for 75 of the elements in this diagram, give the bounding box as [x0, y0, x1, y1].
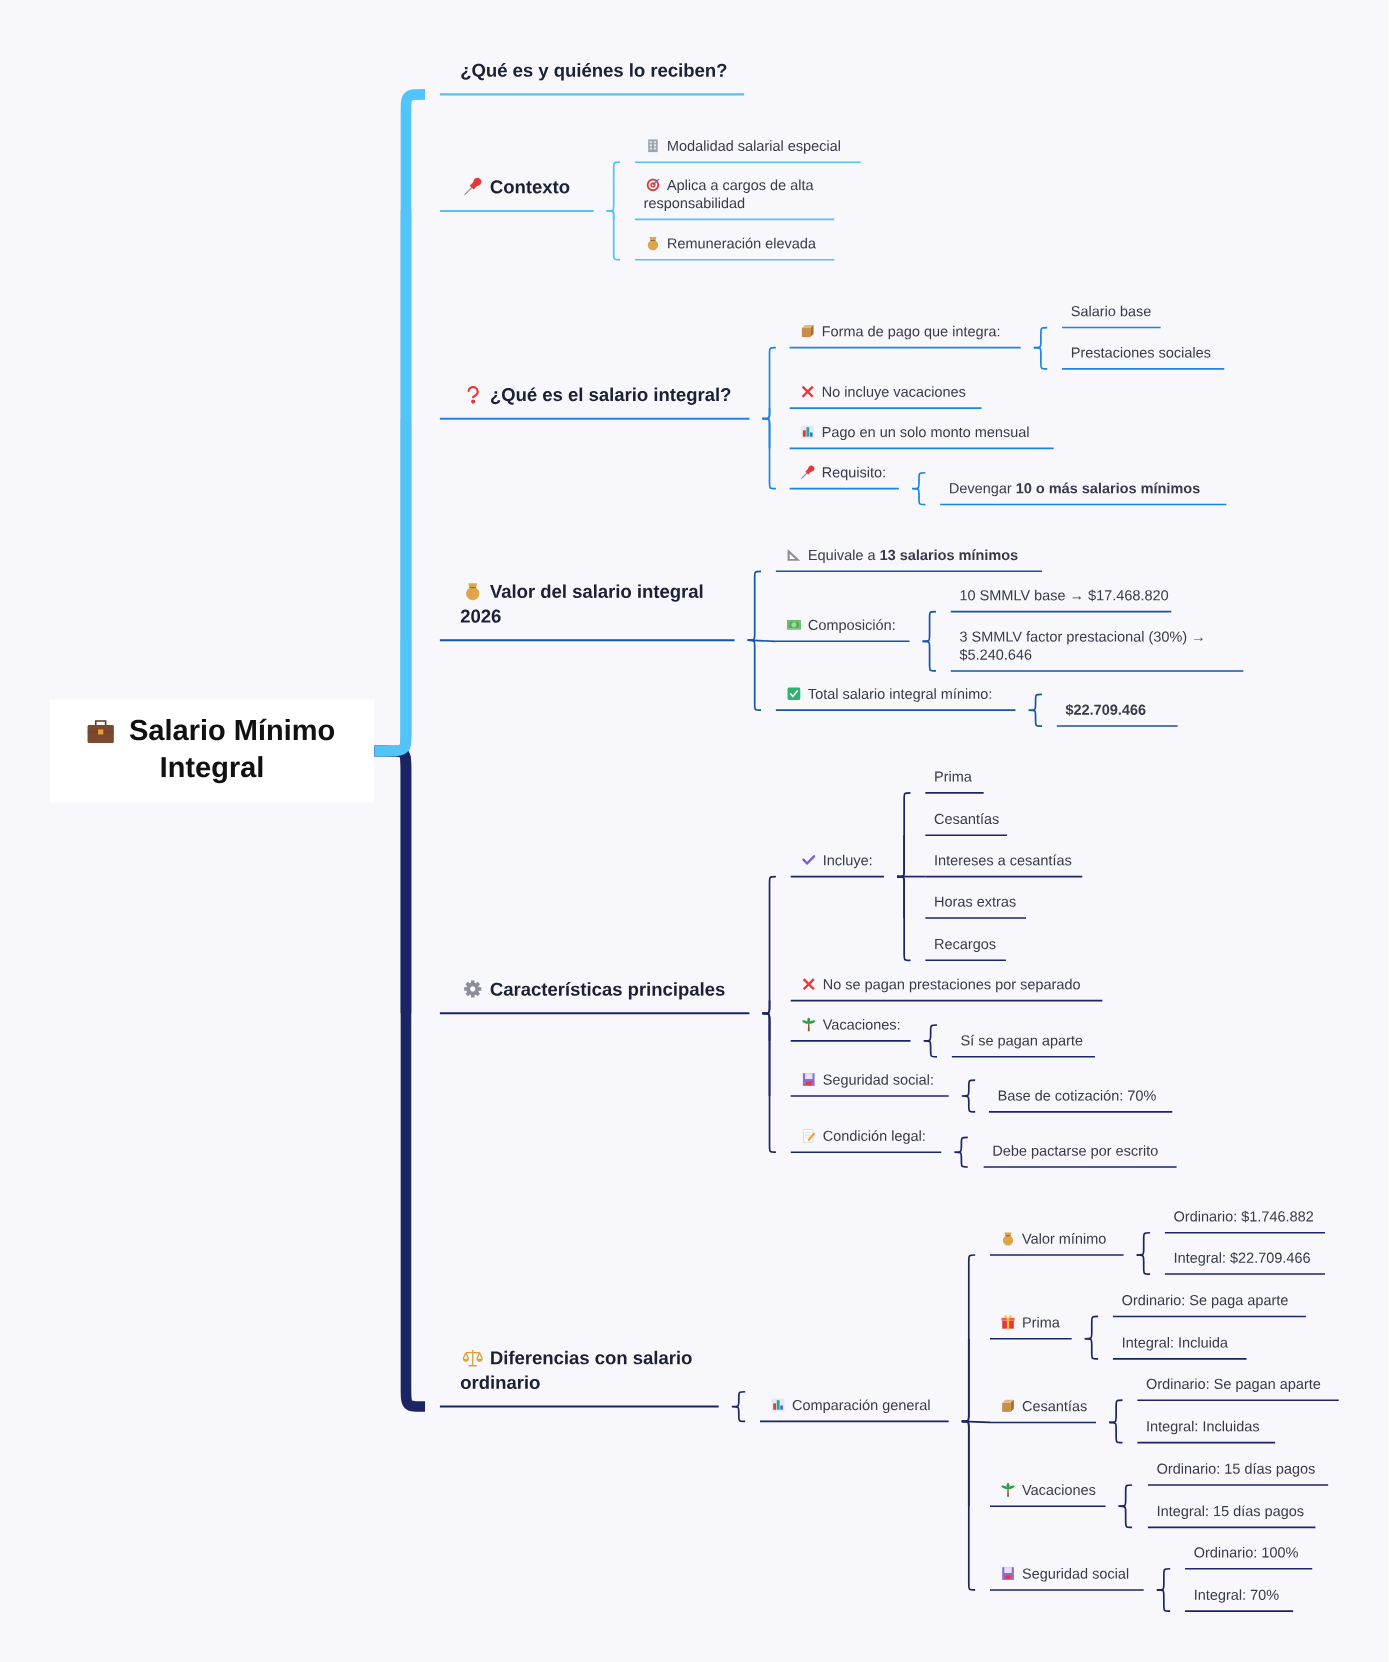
subtopic-label: Cesantías [989, 1400, 1098, 1424]
subtopic-label: Modalidad salarial especial [634, 140, 862, 163]
subtopic-label: Ordinario: $1.746.882 [1164, 1210, 1326, 1234]
subtopic-label: No se pagan prestaciones por separado [790, 978, 1104, 1002]
subtopic-label: Prima [989, 1316, 1073, 1340]
subtopic-label: Ordinario: Se paga aparte [1112, 1294, 1307, 1318]
subtopic-label: Comparación general [759, 1399, 950, 1423]
subtopic-label: Ordinario: Se pagan aparte [1136, 1378, 1340, 1401]
subtopic-label: Ordinario: 100% [1184, 1546, 1314, 1570]
brace-connector [961, 1079, 977, 1113]
subtopic-label: Ordinario: 15 días pagos [1147, 1463, 1330, 1486]
brace-connector [961, 1337, 970, 1423]
subtopic-label: Integral: Incluidas [1136, 1420, 1277, 1444]
subtopic-label: Condición legal: [790, 1130, 943, 1153]
brace-connector [1156, 1589, 1172, 1612]
subtopic-label: Equivale a 13 salarios mínimos [775, 549, 1043, 573]
subtopic-label: Base de cotización: 70% [988, 1089, 1174, 1113]
subtopic-label: Incluye: [790, 854, 886, 878]
subtopic-label: Valor mínimo [989, 1233, 1125, 1256]
topic-heading: Características principales [440, 982, 750, 1015]
central-topic-box: Salario Mínimo Integral [50, 699, 375, 803]
topic-heading: Valor del salario integral 2026 [440, 584, 735, 642]
subtopic-label: Cesantías [924, 813, 1008, 837]
topic-heading: ¿Qué es el salario integral? [440, 387, 750, 420]
topic-heading: Diferencias con salario ordinario [440, 1350, 719, 1408]
brace-connector [374, 640, 412, 757]
subtopic-label: Prima [924, 771, 985, 794]
subtopic-label: Pago en un solo monto mensual [789, 426, 1055, 450]
brace-connector [961, 1420, 992, 1424]
brace-connector [1027, 693, 1044, 727]
subtopic-label: Sí se pagan aparte [951, 1034, 1096, 1058]
brace-connector [747, 639, 777, 643]
subtopic-label: 3 SMMLV factor prestacional (30%) → $5.240.646 [950, 631, 1245, 672]
subtopic-label: Forma de pago que integra: [789, 325, 1022, 349]
subtopic-label: Intereses a cesantías [924, 854, 1084, 878]
brace-connector [1118, 1505, 1134, 1529]
brace-connector [1136, 1254, 1152, 1275]
subtopic-label: Integral: Incluida [1112, 1337, 1248, 1360]
subtopic-label: Integral: 15 días pagos [1147, 1505, 1317, 1529]
subtopic-label: Vacaciones [989, 1484, 1107, 1507]
subtopic-label: Integral: 70% [1184, 1589, 1295, 1612]
subtopic-label: Total salario integral mínimo: [775, 688, 1017, 711]
brace-connector [761, 407, 771, 420]
brace-connector [731, 1390, 747, 1423]
brace-connector [761, 999, 771, 1015]
subtopic-label: Aplica a cargos de alta responsabilidad [634, 179, 836, 221]
brace-connector [923, 1024, 939, 1058]
subtopic-label: Remuneración elevada [634, 237, 836, 261]
brace-connector [921, 640, 937, 672]
subtopic-label: Seguridad social: [790, 1074, 950, 1097]
topic-heading: Contexto [440, 180, 594, 212]
topic-heading: ¿Qué es y quiénes lo reciben? [440, 63, 745, 96]
brace-connector [896, 875, 927, 878]
brace-connector [606, 210, 615, 221]
brace-connector [1033, 346, 1049, 370]
brace-connector [1033, 326, 1049, 349]
brace-connector [1108, 1421, 1124, 1444]
subtopic-label: Salario base [1061, 305, 1162, 329]
subtopic-label: Requisito: [789, 466, 900, 490]
subtopic-label: Seguridad social [989, 1568, 1145, 1591]
subtopic-label: Recargos [924, 939, 1007, 962]
brace-connector [1084, 1337, 1100, 1360]
subtopic-label: Vacaciones: [790, 1019, 912, 1042]
subtopic-label: Debe pactarse por escrito [983, 1145, 1178, 1168]
subtopic-label: $22.709.466 [1056, 704, 1179, 727]
subtopic-label: Integral: $22.709.466 [1164, 1252, 1326, 1275]
brace-connector [761, 417, 771, 450]
subtopic-label: Horas extras [924, 896, 1028, 919]
brace-connector [953, 1136, 969, 1168]
subtopic-label: Devengar 10 o más salarios mínimos [939, 482, 1228, 506]
subtopic-label: No incluye vacaciones [789, 386, 983, 409]
subtopic-label: Prestaciones sociales [1061, 347, 1226, 370]
subtopic-label: 10 SMMLV base → $17.468.820 [950, 589, 1173, 613]
brace-connector [911, 471, 927, 506]
subtopic-label: Composición: [775, 619, 911, 643]
